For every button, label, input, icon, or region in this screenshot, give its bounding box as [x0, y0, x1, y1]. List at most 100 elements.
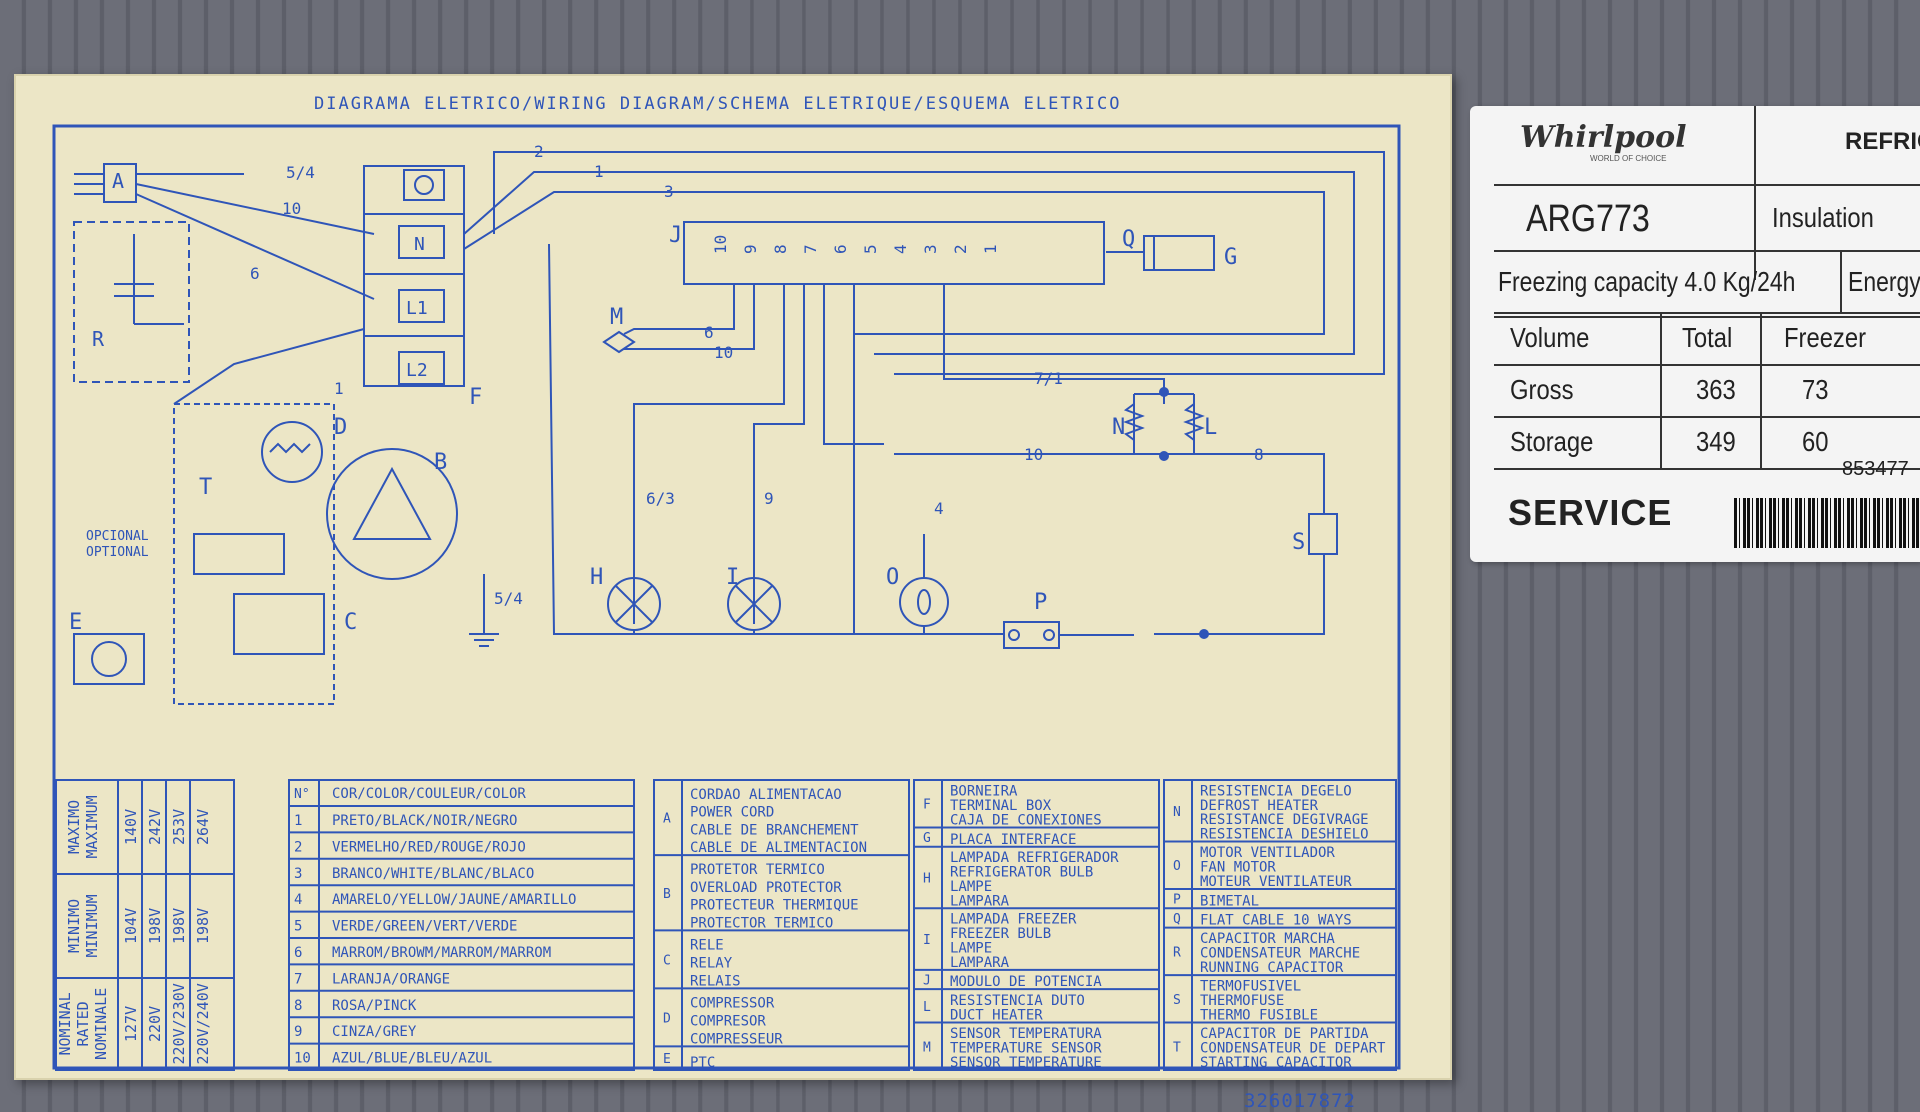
- voltage-value: 198V: [194, 908, 212, 944]
- compressor-b: [326, 448, 458, 580]
- legend-key: E: [663, 1052, 671, 1067]
- diagram-title: DIAGRAMA ELETRICO/WIRING DIAGRAM/SCHEMA …: [314, 94, 1122, 114]
- optional-label-1: OPCIONAL: [86, 529, 149, 544]
- letter-g: G: [1224, 245, 1237, 270]
- legend-line: LAMPE: [950, 879, 992, 895]
- legend-key: M: [923, 1040, 931, 1055]
- legend-key: Q: [1173, 912, 1181, 927]
- legend-key: T: [1173, 1040, 1181, 1055]
- connector-pin: 4: [891, 244, 910, 254]
- legend-key: H: [923, 872, 931, 887]
- voltage-value: 127V: [122, 1006, 140, 1042]
- letter-b: B: [434, 450, 447, 475]
- legend-line: DUCT HEATER: [950, 1008, 1043, 1024]
- color-row-number: 7: [294, 971, 302, 987]
- energy-label: Energy: [1848, 266, 1920, 297]
- voltage-header: MINIMUM: [83, 894, 101, 957]
- connector-pin: 5: [861, 244, 880, 254]
- legend-line: RELAIS: [690, 973, 741, 989]
- legend-key: O: [1173, 859, 1181, 874]
- legend-line: PROTECTEUR THERMIQUE: [690, 898, 859, 914]
- terminal-box: [363, 165, 465, 387]
- letter-j: J: [669, 223, 682, 248]
- optional-run-capacitor: [73, 221, 190, 383]
- color-row-label: AZUL/BLUE/BLEU/AZUL: [332, 1051, 492, 1067]
- legend-line: COMPRESSOR: [690, 995, 775, 1011]
- letter-e: E: [69, 610, 82, 635]
- color-row-label: ROSA/PINCK: [332, 998, 417, 1014]
- voltage-header: MAXIMUM: [83, 795, 101, 858]
- legend-line: CORDAO ALIMENTACAO: [690, 787, 842, 803]
- legend-line: POWER CORD: [690, 805, 774, 821]
- gross-label: Gross: [1510, 374, 1574, 405]
- legend-line: TERMOFUSIVEL: [1200, 979, 1301, 995]
- color-row-number: 6: [294, 945, 302, 961]
- color-row-number: 5: [294, 919, 302, 935]
- legend-line: BIMETAL: [1200, 893, 1259, 909]
- voltage-header: MAXIMO: [65, 800, 83, 854]
- voltage-value: 220V: [146, 1006, 164, 1042]
- gross-freezer: 73: [1802, 374, 1829, 405]
- wiring-diagram-sheet: DIAGRAMA ELETRICO/WIRING DIAGRAM/SCHEMA …: [14, 74, 1452, 1112]
- voltage-value: 198V: [170, 908, 188, 944]
- voltage-header: RATED: [74, 1001, 92, 1046]
- legend-key: B: [663, 887, 671, 902]
- legend-line: CAPACITOR DE PARTIDA: [1200, 1026, 1369, 1042]
- storage-freezer: 60: [1802, 426, 1829, 457]
- color-row-label: AMARELO/YELLOW/JAUNE/AMARILLO: [332, 892, 576, 908]
- legend-line: THERMO FUSIBLE: [1200, 1008, 1318, 1024]
- legend-line: MODULO DE POTENCIA: [950, 974, 1102, 990]
- voltage-value: 198V: [146, 908, 164, 944]
- wire-2: 2: [534, 142, 544, 161]
- voltage-table-frame: [55, 779, 235, 1071]
- freezer-header: Freezer: [1784, 322, 1866, 353]
- letter-h: H: [590, 565, 603, 590]
- letter-o: O: [886, 565, 899, 590]
- legend-key: I: [923, 933, 931, 948]
- optional-label-2: OPTIONAL: [86, 545, 149, 560]
- wire-6-3: 6/3: [646, 489, 675, 508]
- legend-line: FREEZER BULB: [950, 926, 1051, 942]
- wire-5-4b: 5/4: [494, 589, 523, 608]
- legend-line: LAMPARA: [950, 893, 1010, 909]
- terminal-n: N: [414, 234, 425, 255]
- wire-1b: 1: [334, 379, 344, 398]
- legend-line: THERMOFUSE: [1200, 993, 1284, 1009]
- voltage-value: 253V: [170, 809, 188, 845]
- voltage-header: NOMINALE: [92, 988, 110, 1060]
- gross-total: 363: [1696, 374, 1736, 405]
- wiring-schematic: [52, 124, 1401, 1070]
- legend-line: MOTOR VENTILADOR: [1200, 845, 1335, 861]
- starting-capacitor-t: [193, 533, 285, 575]
- connector-pin: 1: [981, 244, 1000, 254]
- letter-i: I: [726, 565, 739, 590]
- legend-line: RESISTANCE DEGIVRAGE: [1200, 812, 1369, 828]
- voltage-value: 104V: [122, 908, 140, 944]
- whirlpool-logo: Whirlpool: [1520, 120, 1687, 155]
- legend-line: COMPRESSEUR: [690, 1031, 783, 1047]
- connector-pin: 3: [921, 244, 940, 254]
- temperature-sensor-m: [602, 330, 636, 354]
- legend-line: RESISTENCIA DUTO: [950, 993, 1085, 1009]
- letter-f: F: [469, 385, 482, 410]
- storage-total: 349: [1696, 426, 1736, 457]
- legend-line: REFRIGERATOR BULB: [950, 865, 1093, 881]
- voltage-value: 242V: [146, 809, 164, 845]
- legend-line: TEMPERATURE SENSOR: [950, 1041, 1102, 1057]
- legend-line: DEFROST HEATER: [1200, 798, 1319, 814]
- legend-frame: [913, 779, 1160, 1071]
- part-number: 326017872: [1244, 1090, 1356, 1112]
- legend-frame: [1163, 779, 1397, 1071]
- voltage-value: 220V/240V: [194, 983, 212, 1064]
- legend-frame: [653, 779, 910, 1071]
- wire-9: 9: [764, 489, 774, 508]
- color-header-no: N°: [294, 787, 310, 802]
- connector-pin: 7: [801, 244, 820, 254]
- connector-pin: 2: [951, 244, 970, 254]
- connector-pin: 8: [771, 244, 790, 254]
